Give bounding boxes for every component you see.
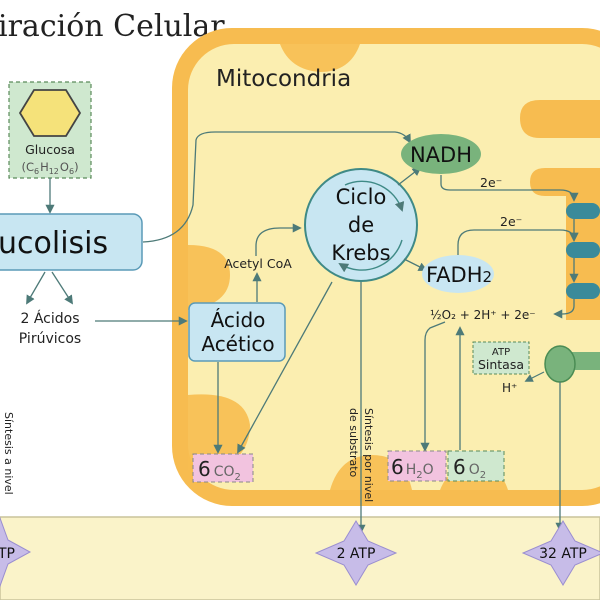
- krebs-cycle: Ciclo de Krebs: [304, 168, 418, 282]
- pyruvic-line1: 2 Ácidos: [20, 310, 79, 327]
- atp-right-label: 32 ATP: [539, 546, 587, 562]
- krebs-to-nadh-arrow: [397, 166, 422, 186]
- crista-1: [520, 100, 600, 138]
- page-title: iración Celular: [0, 9, 225, 44]
- atp-star-middle: 2 ATP: [314, 520, 398, 586]
- crista-7: [280, 44, 360, 72]
- mitochondria-label: Mitocondria: [216, 66, 351, 92]
- acetyl-to-krebs-arrow: [255, 223, 302, 256]
- substrate-line1: Síntesis por nivel: [362, 408, 375, 502]
- crista-4: [188, 394, 250, 470]
- nadh-node: NADH: [401, 134, 481, 174]
- atp-synthase-icon: [544, 345, 600, 383]
- substrate-line2: de substrato: [347, 408, 360, 478]
- pyruvic-line2: Pirúvicos: [19, 331, 81, 347]
- glycolysis-label: ucolisis: [0, 226, 108, 261]
- krebs-line1: Ciclo: [336, 185, 387, 209]
- atp-left-label: TP: [0, 546, 15, 562]
- fadh2-label: FADH2: [426, 263, 492, 287]
- electrons-top: 2e⁻: [480, 175, 502, 190]
- electron-transport-chain: [566, 203, 600, 299]
- left-vertical-label: Síntesis a nivel: [2, 412, 15, 495]
- pyruvic-arrow-right: [51, 271, 73, 305]
- atp-star-right: 32 ATP: [521, 520, 600, 586]
- acetic-line2: Acético: [201, 332, 274, 356]
- krebs-line2: de: [348, 213, 374, 237]
- electrons-mid: 2e⁻: [500, 214, 522, 229]
- atp-synthase-line1: ATP: [492, 347, 510, 358]
- glucose-box: Glucosa (C6H12O6): [8, 81, 92, 179]
- h-plus-arrow: [524, 371, 545, 382]
- acetic-line1: Ácido: [211, 308, 266, 332]
- equation-to-h2o-arrow: [420, 321, 446, 452]
- glycolysis-to-nadh-arrow: [142, 131, 411, 243]
- h-plus-label: H⁺: [502, 381, 517, 395]
- atp-synthase-line2: Sintasa: [478, 357, 524, 372]
- electrons-equation: ½O₂ + 2H⁺ + 2e⁻: [430, 308, 536, 322]
- glycolysis-box: ucolisis: [0, 213, 143, 271]
- krebs-to-fadh-arrow: [403, 258, 428, 271]
- glucose-label: Glucosa: [25, 142, 75, 157]
- atp-synthase-box: ATP Sintasa: [472, 341, 530, 375]
- krebs-line3: Krebs: [331, 241, 390, 265]
- atp-star-left: TP: [0, 516, 32, 588]
- nadh-to-etc-arrow: [440, 175, 579, 202]
- hexagon-icon: [18, 89, 82, 137]
- nadh-label: NADH: [410, 143, 472, 167]
- etc-to-equation-arrow: [553, 299, 575, 319]
- fadh2-node: FADH2: [422, 255, 494, 293]
- krebs-to-co2-arrow: [237, 281, 333, 454]
- atp-middle-label: 2 ATP: [337, 546, 376, 562]
- crista-3: [188, 245, 230, 310]
- pyruvic-arrow-left: [26, 271, 46, 305]
- acetic-acid-box: Ácido Acético: [188, 302, 286, 362]
- atp-band: [0, 516, 600, 600]
- acetyl-coa-label: Acetyl CoA: [224, 256, 292, 271]
